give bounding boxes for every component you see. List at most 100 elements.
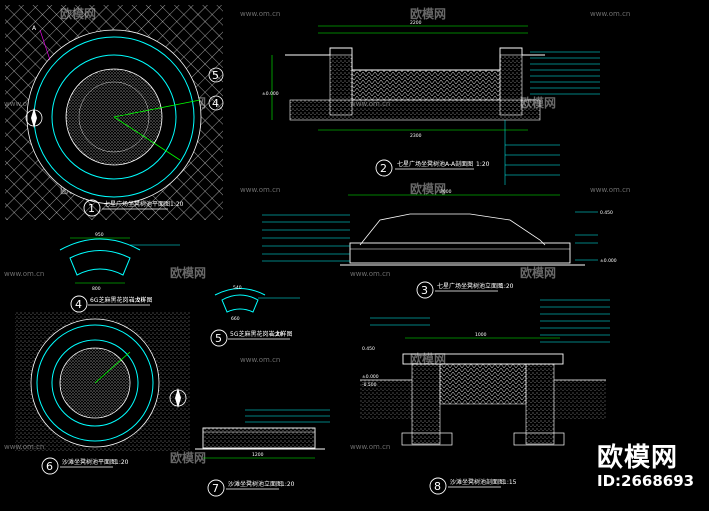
watermark-text: 欧模网	[520, 265, 556, 280]
leader-line	[94, 351, 131, 384]
seat-ring-inner	[51, 54, 177, 180]
dimension-text: 660	[231, 316, 240, 322]
view-title: 七星广场坐凳树池立面图	[437, 282, 503, 290]
view-number-circle	[429, 477, 447, 495]
seat-ring-outer	[36, 324, 154, 442]
footing-right	[513, 432, 565, 446]
note-leaders	[262, 211, 598, 262]
soil-left	[360, 380, 412, 420]
planting-soil	[351, 69, 501, 101]
level-text: ±0.000	[600, 258, 617, 264]
detail-callout	[208, 95, 224, 111]
view-number: 3	[421, 284, 428, 297]
view-number-circle	[416, 281, 434, 299]
view-number: 1	[88, 202, 95, 215]
watermark-url: www.om.cn	[240, 356, 280, 364]
note-leaders	[245, 409, 330, 423]
watermark-url: www.om.cn	[590, 10, 630, 18]
elevation-body	[349, 242, 571, 264]
level-text: 0.450	[600, 210, 613, 216]
view-title: 沙滩坐凳树池剖面图	[450, 478, 504, 486]
note-leaders	[504, 51, 600, 185]
granite-arc	[214, 288, 266, 296]
north-arrow-icon	[175, 388, 181, 408]
view-number: 5	[215, 332, 222, 345]
watermark-url: www.om.cn	[590, 186, 630, 194]
planting-soil	[439, 363, 527, 405]
watermark-url: www.om.cn	[350, 443, 390, 451]
view-number-circle	[41, 457, 59, 475]
view-4-detail: 950 800 4 6G芝麻黑花岗岩大样图 1:20	[59, 232, 180, 313]
dimension-text: 2300	[410, 133, 422, 139]
watermark-url: www.om.cn	[240, 10, 280, 18]
model-id: ID:2668693	[597, 472, 695, 490]
granite-arc	[59, 238, 141, 251]
level-text: ±0.000	[362, 374, 379, 380]
watermark-url: www.om.cn	[4, 270, 44, 278]
callout-number: 5	[212, 69, 219, 82]
wall-left	[411, 363, 441, 445]
view-number: 2	[380, 162, 387, 175]
elevation-top	[359, 213, 546, 246]
concrete-base	[289, 99, 541, 121]
view-scale: 1:20	[131, 297, 145, 304]
view-title: 5G芝麻黑花岗岩大样图	[230, 330, 292, 338]
view-scale: 1:15	[503, 479, 517, 486]
dimension-text: 3000	[440, 189, 452, 195]
dimension-text: 2200	[410, 20, 422, 26]
seat-ring-inner	[51, 339, 139, 427]
watermark-url: www.om.cn	[240, 186, 280, 194]
level-text: ±0.000	[262, 91, 279, 97]
view-number: 8	[434, 480, 441, 493]
section-marker: A	[32, 25, 37, 32]
brand-watermark: 欧模网 ID:2668693	[597, 437, 694, 490]
footing-left	[401, 432, 453, 446]
note-leaders	[370, 299, 610, 343]
view-8-section: 1000 0.450 ±0.000 -0.500 8 沙滩坐凳树池剖面图 1:1…	[360, 299, 610, 495]
callout-number: 4	[212, 97, 219, 110]
view-number-circle	[210, 329, 228, 347]
north-arrow-icon	[31, 108, 37, 128]
brand-name: 欧模网	[597, 443, 679, 473]
detail-callout	[208, 67, 224, 83]
view-5-detail: 540 660 5 5G芝麻黑花岗岩大样图 1:20	[210, 285, 300, 347]
dimension-text: 950	[95, 232, 104, 238]
view-number: 6	[46, 460, 53, 473]
view-title: 6G芝麻黑花岗岩大样图	[90, 296, 152, 304]
inner-circle	[78, 81, 150, 153]
level-text: 0.450	[362, 346, 375, 352]
view-7-elevation: 1200 7 沙滩坐凳树池立面图 1:20	[195, 409, 330, 497]
watermark-text: 欧模网	[410, 181, 446, 196]
view-title: 七星广场坐凳树池平面图	[104, 200, 170, 208]
view-number: 4	[75, 298, 82, 311]
view-title: 沙滩坐凳树池立面图	[228, 480, 282, 488]
dimension-text: 540	[233, 285, 242, 291]
view-number: 7	[212, 482, 219, 495]
watermark-text: 欧模网	[410, 6, 446, 21]
leader-line	[113, 99, 201, 118]
elevation-body	[202, 427, 316, 449]
watermark-text: 欧模网	[170, 265, 206, 280]
watermark-url: www.om.cn	[350, 270, 390, 278]
soil-right	[554, 380, 606, 420]
view-scale: 1:20	[500, 283, 514, 290]
view-6-plan: 6 沙滩坐凳树池平面图 1:20	[15, 312, 190, 475]
view-scale: 1:20	[170, 201, 184, 208]
view-2-section: 2200 2300 ±0.000 2 七星广场坐凳树池A-A剖面图 1:20	[262, 20, 600, 185]
view-scale: 1:20	[476, 161, 490, 168]
view-title: 沙滩坐凳树池平面图	[62, 458, 116, 466]
view-scale: 1:20	[281, 481, 295, 488]
view-number-circle	[83, 199, 101, 217]
view-number-circle	[375, 159, 393, 177]
watermark-text: 欧模网	[170, 450, 206, 465]
level-text: -0.500	[362, 382, 377, 388]
view-scale: 1:20	[270, 331, 284, 338]
view-scale: 1:20	[115, 459, 129, 466]
dimension-text: 800	[92, 286, 101, 292]
view-title: 七星广场坐凳树池A-A剖面图	[397, 160, 473, 168]
granite-segment	[69, 250, 131, 276]
wall-right	[525, 363, 555, 445]
view-number-circle	[207, 479, 225, 497]
leader-line	[113, 116, 181, 161]
dimension-text: 1200	[252, 452, 264, 458]
